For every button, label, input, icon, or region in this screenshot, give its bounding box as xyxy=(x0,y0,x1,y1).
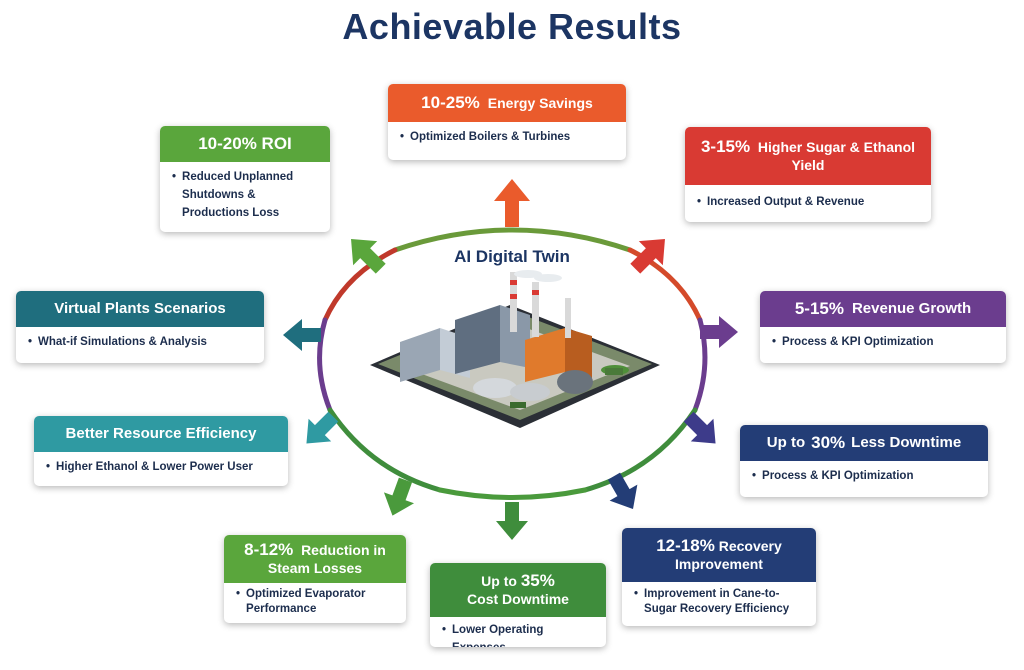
card-resource-efficiency-body: •Higher Ethanol & Lower Power User xyxy=(34,452,288,476)
arrow-top-right-icon xyxy=(630,239,665,274)
card-roi-body: •Reduced Unplanned Shutdowns & Productio… xyxy=(160,162,330,222)
card-yield-label: Higher Sugar & Ethanol Yield xyxy=(757,139,916,173)
list-item: •Optimized Boilers & Turbines xyxy=(400,131,571,143)
card-recovery-label-inline: Recovery Improvement xyxy=(675,538,782,572)
card-energy-savings: 10-25% Energy Savings •Optimized Boilers… xyxy=(388,84,626,160)
card-resource-efficiency-label: Better Resource Efficiency xyxy=(65,425,257,442)
card-less-downtime-body: •Process & KPI Optimization xyxy=(740,461,988,485)
list-item: •What-if Simulations & Analysis xyxy=(28,336,207,348)
card-scenarios: Virtual Plants Scenarios •What-if Simula… xyxy=(16,291,264,363)
card-revenue-growth-body: •Process & KPI Optimization xyxy=(760,327,1006,351)
card-less-downtime-header: Up to 30% Less Downtime xyxy=(740,425,988,461)
card-energy-savings-label: Energy Savings xyxy=(487,95,593,111)
arrow-up-icon xyxy=(494,179,530,227)
list-item: •Reduced Unplanned Shutdowns & Productio… xyxy=(172,171,294,219)
arrow-lower-right-icon xyxy=(683,411,716,444)
card-scenarios-label: Virtual Plants Scenarios xyxy=(54,300,226,317)
card-resource-efficiency-header: Better Resource Efficiency xyxy=(34,416,288,452)
card-yield-header: 3-15% Higher Sugar & Ethanol Yield xyxy=(685,127,931,185)
hub-label: AI Digital Twin xyxy=(454,247,570,266)
list-item: •Process & KPI Optimization xyxy=(752,470,914,482)
card-yield-body: •Increased Output & Revenue xyxy=(685,185,931,211)
arrow-bottom-right-icon xyxy=(607,472,638,510)
list-item: •Process & KPI Optimization xyxy=(772,336,934,348)
list-item: •Increased Output & Revenue xyxy=(697,196,865,208)
arrow-bottom-left-icon xyxy=(383,477,415,516)
card-energy-savings-value: 10-25% xyxy=(421,93,480,112)
arrow-right-icon xyxy=(700,316,738,348)
card-steam-losses: 8-12% Reduction in Steam Losses •Optimiz… xyxy=(224,535,406,623)
card-revenue-growth-header: 5-15% Revenue Growth xyxy=(760,291,1006,327)
list-item: •Lower Operating Expenses xyxy=(442,624,544,647)
card-cost-downtime: Up to 35% Cost Downtime •Lower Operating… xyxy=(430,563,606,647)
card-cost-downtime-prefix: Up to xyxy=(481,573,517,589)
page-title: Achievable Results xyxy=(342,6,682,47)
card-recovery: 12-18% Recovery Improvement •Improvement… xyxy=(622,528,816,626)
arrow-left-icon xyxy=(283,319,321,351)
card-recovery-body: •Improvement in Cane-to-Sugar Recovery E… xyxy=(622,582,816,617)
ring-arc-left xyxy=(317,317,333,413)
arrow-lower-left-icon xyxy=(306,411,339,444)
card-cost-downtime-header: Up to 35% Cost Downtime xyxy=(430,563,606,617)
card-less-downtime-prefix: Up to xyxy=(766,434,806,451)
list-item: •Higher Ethanol & Lower Power User xyxy=(46,461,253,473)
card-resource-efficiency: Better Resource Efficiency •Higher Ethan… xyxy=(34,416,288,486)
card-steam-losses-body: •Optimized Evaporator Performance xyxy=(224,583,406,617)
card-revenue-growth: 5-15% Revenue Growth •Process & KPI Opti… xyxy=(760,291,1006,363)
ring-arc-top xyxy=(392,227,633,253)
card-recovery-header: 12-18% Recovery Improvement xyxy=(622,528,816,582)
card-revenue-growth-label: Revenue Growth xyxy=(851,300,972,317)
ring-arc-bottom xyxy=(437,487,588,500)
list-item: •Improvement in Cane-to-Sugar Recovery E… xyxy=(634,588,790,615)
card-steam-losses-label: Reduction in Steam Losses xyxy=(267,542,386,576)
card-cost-downtime-value: 35% xyxy=(520,571,555,590)
card-less-downtime-label: Less Downtime xyxy=(851,434,962,451)
arrow-down-icon xyxy=(496,502,528,540)
arrow-top-left-icon xyxy=(351,239,386,274)
card-energy-savings-body: •Optimized Boilers & Turbines xyxy=(388,122,626,146)
card-roi: 10-20% ROI •Reduced Unplanned Shutdowns … xyxy=(160,126,330,232)
list-item: •Optimized Evaporator Performance xyxy=(236,588,366,615)
card-steam-losses-header: 8-12% Reduction in Steam Losses xyxy=(224,535,406,583)
card-yield: 3-15% Higher Sugar & Ethanol Yield •Incr… xyxy=(685,127,931,222)
card-less-downtime-value: 30% xyxy=(811,433,846,452)
ring-arc-top-left xyxy=(322,247,398,323)
card-energy-savings-header: 10-25% Energy Savings xyxy=(388,84,626,122)
card-scenarios-header: Virtual Plants Scenarios xyxy=(16,291,264,327)
card-steam-losses-value: 8-12% xyxy=(244,540,294,559)
card-roi-header: 10-20% ROI xyxy=(160,126,330,162)
card-recovery-value: 12-18% xyxy=(656,536,715,555)
card-revenue-growth-value: 5-15% xyxy=(794,299,844,318)
card-cost-downtime-body: •Lower Operating Expenses xyxy=(430,617,606,647)
card-cost-downtime-label: Cost Downtime xyxy=(467,591,569,607)
card-scenarios-body: •What-if Simulations & Analysis xyxy=(16,327,264,351)
card-yield-value: 3-15% xyxy=(700,137,751,156)
card-roi-label: 10-20% ROI xyxy=(198,134,292,153)
factory-illustration xyxy=(370,270,660,428)
ring-arc-bottom-left xyxy=(327,407,443,493)
card-less-downtime: Up to 30% Less Downtime •Process & KPI O… xyxy=(740,425,988,497)
